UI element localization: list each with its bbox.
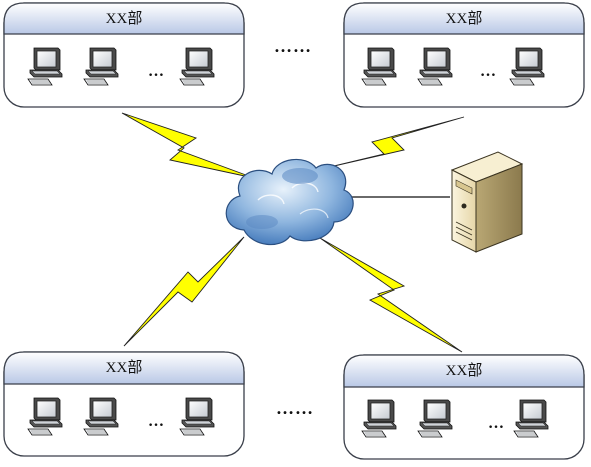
more-departments-ellipsis: …… (276, 398, 314, 418)
server-tower-icon (450, 151, 524, 253)
more-computers-ellipsis: … (488, 415, 504, 432)
cloud-network-icon (225, 158, 354, 246)
department-panel: XX部 … (343, 354, 585, 460)
more-computers-ellipsis: … (148, 63, 164, 80)
department-title: XX部 (106, 359, 143, 376)
lightning-link-icon (121, 112, 255, 179)
department-panel: XX部 … (343, 2, 585, 108)
department-panel: XX部 … (3, 351, 245, 457)
department-panel: XX部 … (3, 2, 245, 108)
more-departments-ellipsis: …… (274, 36, 312, 56)
lightning-link-icon (333, 116, 465, 167)
more-computers-ellipsis: … (148, 413, 164, 430)
lightning-link-icon (123, 236, 245, 347)
department-title: XX部 (446, 10, 483, 27)
department-title: XX部 (446, 362, 483, 379)
lightning-link-icon (319, 237, 463, 353)
department-title: XX部 (106, 10, 143, 27)
more-computers-ellipsis: … (480, 63, 496, 80)
